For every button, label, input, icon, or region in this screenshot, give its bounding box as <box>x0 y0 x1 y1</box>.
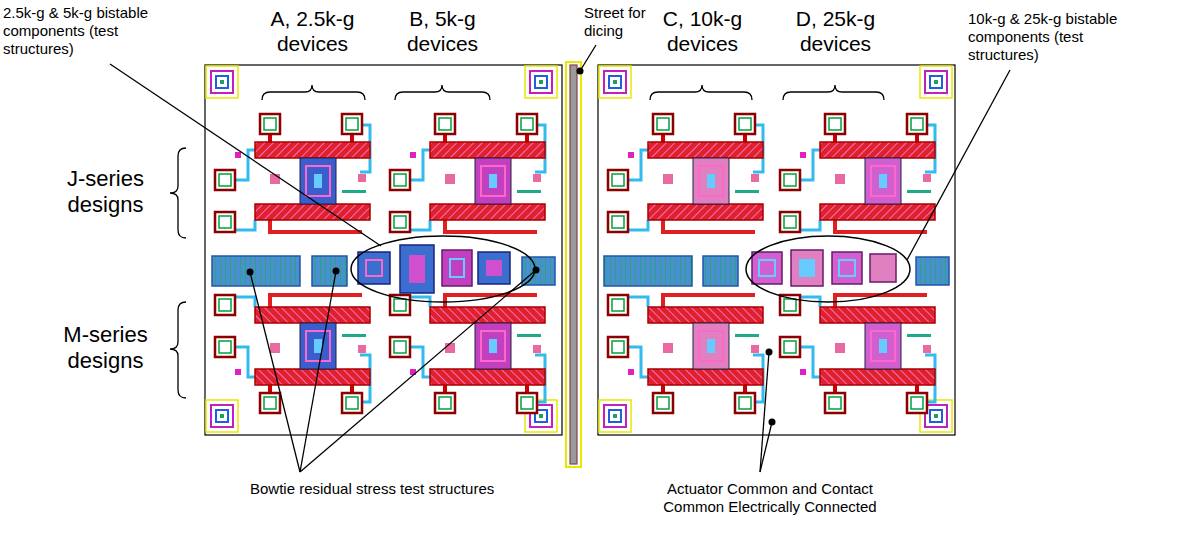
callout-label: Street for dicing <box>584 4 664 40</box>
callout-ellipse <box>351 236 535 302</box>
layout-shape <box>580 45 596 71</box>
layout-shape <box>215 114 370 232</box>
column-braces <box>262 85 884 100</box>
layout-shape <box>799 259 815 277</box>
layout-shape <box>170 148 186 238</box>
layout-shape <box>522 257 555 285</box>
layout-shape <box>400 245 434 293</box>
layout-shape <box>409 255 425 283</box>
callout-label: B, 5k-g devices <box>385 6 500 56</box>
layout-shape <box>312 256 347 286</box>
callout-label: C, 10k-g devices <box>645 6 760 56</box>
layout-shape <box>577 68 584 75</box>
leader-lines <box>110 45 1010 472</box>
layout-shape <box>608 114 763 232</box>
layout-shape <box>442 250 472 286</box>
alignment-marks <box>206 66 952 432</box>
callout-label: 10k-g & 25k-g bistable components (test … <box>968 10 1118 64</box>
layout-shape <box>760 422 772 472</box>
layout-shape <box>333 268 340 275</box>
die-outline <box>598 65 955 435</box>
layout-shape <box>920 66 952 98</box>
layout-shape <box>366 260 382 276</box>
layout-shape <box>170 302 186 398</box>
dicing-street <box>566 62 581 467</box>
layout-shape <box>212 256 300 286</box>
layout-shape <box>916 257 949 285</box>
layout-shape <box>599 66 631 98</box>
layout-shape <box>206 400 238 432</box>
layout-shape <box>390 295 545 413</box>
layout-shape <box>650 85 752 100</box>
layout-shape <box>247 269 254 276</box>
layout-shape <box>395 85 490 100</box>
callout-ellipse <box>746 236 910 302</box>
layout-shape <box>390 114 545 232</box>
layout-shape <box>486 260 502 276</box>
leader-dots <box>247 68 776 426</box>
layout-shape <box>599 400 631 432</box>
layout-shape <box>450 259 464 277</box>
layout-shape <box>300 270 536 472</box>
layout-shape <box>604 256 692 286</box>
layout-shape <box>262 85 365 100</box>
callout-label: M-series designs <box>48 322 163 375</box>
layout-shape <box>780 295 935 413</box>
layout-shape <box>608 295 763 413</box>
layout-shape <box>832 252 862 284</box>
j-series-devices <box>215 114 935 232</box>
layout-shape <box>780 114 935 232</box>
layout-shape <box>769 419 776 426</box>
layout-shape <box>752 252 782 284</box>
callout-label: 2.5k-g & 5k-g bistable components (test … <box>3 4 153 58</box>
layout-shape <box>870 254 896 282</box>
layout-shape <box>533 267 540 274</box>
layout-shape <box>206 66 238 98</box>
layout-shape <box>300 271 336 472</box>
callout-label: Actuator Common and Contact Common Elect… <box>650 480 890 516</box>
layout-shape <box>358 252 390 284</box>
layout-shape <box>110 64 381 246</box>
layout-shape <box>783 85 884 100</box>
layout-shape <box>215 295 370 413</box>
row-braces <box>170 148 186 398</box>
m-series-devices <box>215 295 935 413</box>
layout-shape <box>791 250 823 286</box>
callout-label: D, 25k-g devices <box>778 6 893 56</box>
callout-label: A, 2.5k-g devices <box>255 6 370 56</box>
callout-label: J-series designs <box>48 166 163 219</box>
dicing-street-core <box>570 65 577 464</box>
die-outline <box>205 65 562 435</box>
callout-label: Bowtie residual stress test structures <box>250 480 570 498</box>
layout-shape <box>250 272 300 472</box>
test-structures <box>212 245 949 293</box>
layout-shape <box>478 252 510 284</box>
layout-shape <box>525 66 557 98</box>
layout-shape <box>907 70 1010 260</box>
layout-shape <box>766 349 773 356</box>
layout-shape <box>703 256 738 286</box>
layout-shape <box>839 260 855 276</box>
layout-shape <box>759 260 775 276</box>
